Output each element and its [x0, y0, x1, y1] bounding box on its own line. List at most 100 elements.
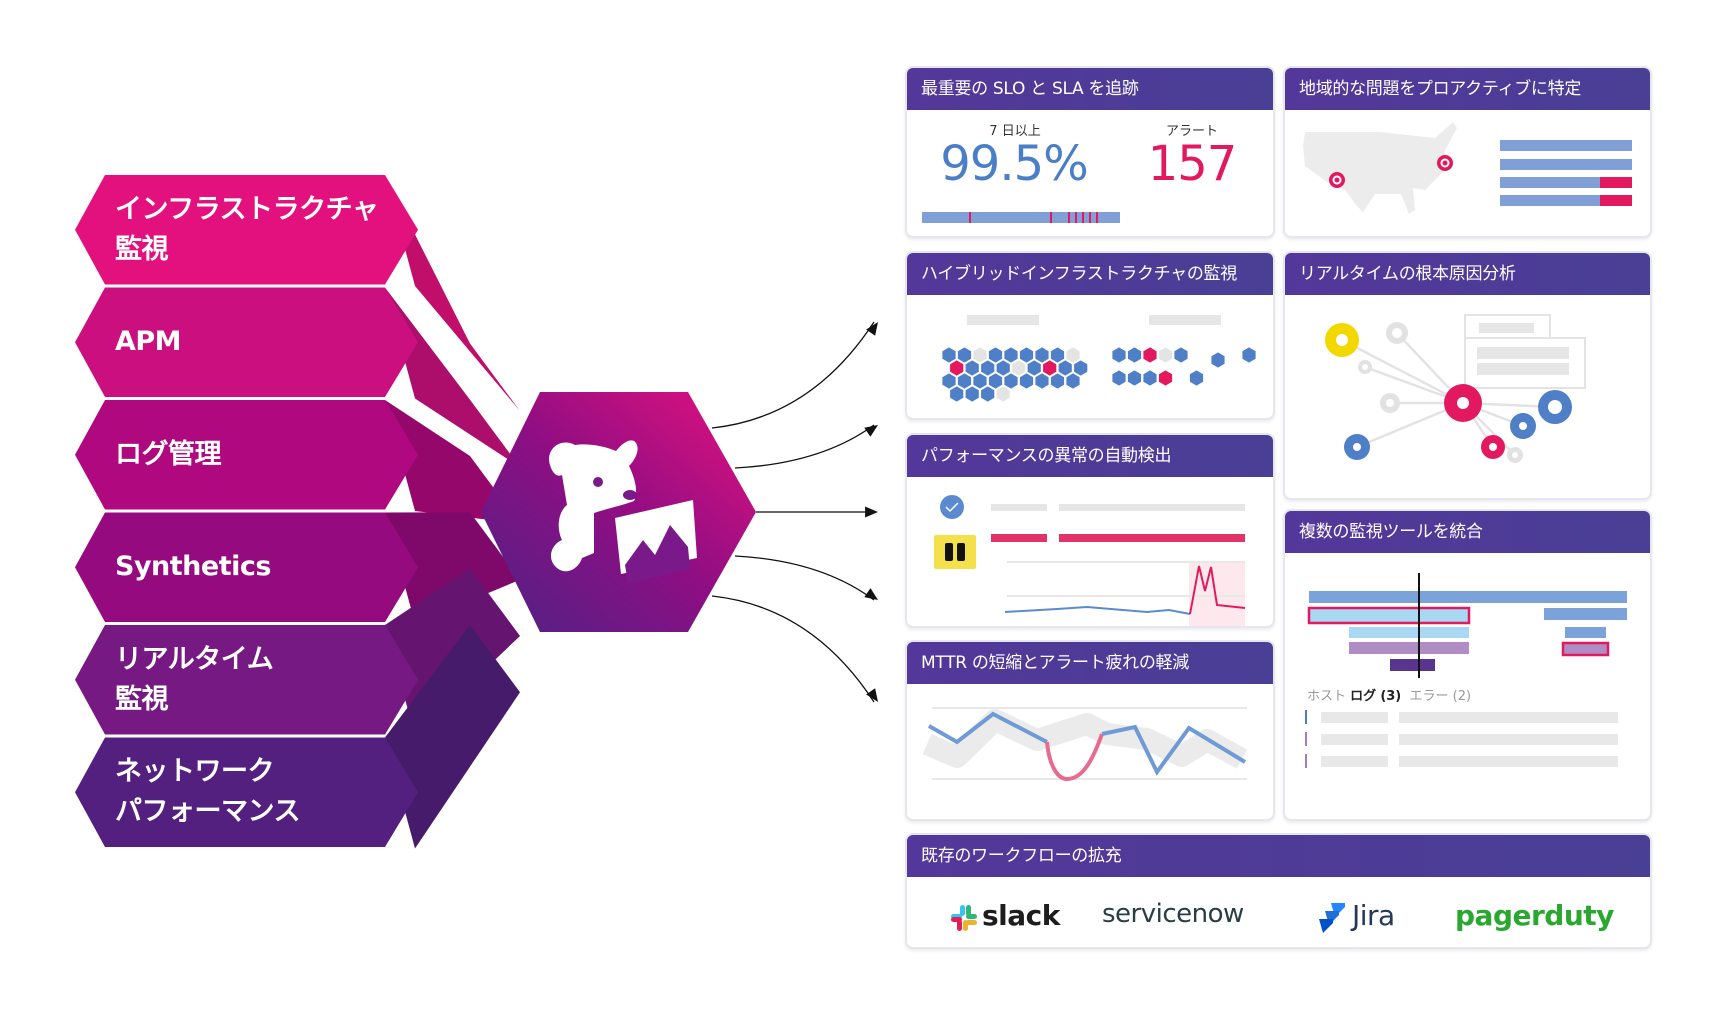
host-hexagon [1066, 373, 1080, 389]
arrowhead-icon [864, 588, 878, 600]
stack-item-face [75, 175, 418, 285]
us-map [1303, 122, 1457, 214]
host-hexagon [1127, 370, 1142, 386]
arrow [711, 321, 875, 429]
service-node [1507, 447, 1523, 463]
slo-timeline-bar [922, 212, 1120, 223]
tab-logs-count: (3) [1380, 689, 1402, 704]
host-hexagon [1074, 360, 1088, 376]
host-hexagon [965, 386, 979, 402]
arrow [734, 555, 875, 601]
host-hexagon [950, 360, 964, 376]
host-hexagon [942, 347, 956, 363]
slack-logo: slack [982, 899, 1060, 932]
host-hexagon [1027, 360, 1041, 376]
pagerduty-logo: pagerduty [1455, 899, 1614, 932]
host-hexagon [996, 386, 1010, 402]
host-hexagon [1004, 373, 1018, 389]
alert-count: 157 [1147, 136, 1238, 192]
host-hexagon [981, 360, 995, 376]
host-hexagon [1035, 373, 1049, 389]
card-title: ハイブリッドインフラストラクチャの監視 [907, 253, 1273, 295]
stack-item-line: 監視 [115, 233, 169, 265]
service-node [1481, 435, 1505, 459]
arrowhead-icon [866, 322, 878, 336]
center-hexagon [481, 392, 756, 632]
card-title: パフォーマンスの異常の自動検出 [907, 435, 1273, 477]
stack-side-face [385, 287, 520, 468]
host-hexagon [1112, 347, 1126, 363]
arrow [711, 595, 875, 703]
card-title: 地域的な問題をプロアクティブに特定 [1285, 68, 1650, 110]
card-unify: 複数の監視ツールを統合 ホスト ログ (3) エラー (2) [1283, 509, 1652, 821]
host-hexagon [981, 386, 995, 402]
card-slo: 最重要の SLO と SLA を追跡 7 日以上 99.5% アラート 157 [905, 66, 1275, 238]
service-node [1325, 323, 1359, 357]
location-marker [1329, 172, 1345, 188]
host-hexagon [957, 347, 972, 363]
metric-line [1004, 605, 1191, 615]
stack-item-line: リアルタイム [115, 643, 274, 675]
host-hexagon [1158, 370, 1173, 386]
tab-logs[interactable]: ログ [1350, 689, 1377, 704]
host-hexagon [950, 386, 964, 402]
stack-item-label: リアルタイム監視 [115, 640, 274, 720]
stack-side-face [385, 512, 520, 624]
host-hexagon [1174, 347, 1188, 363]
card-anomaly: パフォーマンスの異常の自動検出 [905, 433, 1275, 628]
host-hexagon [1158, 347, 1173, 363]
host-hexagon [988, 373, 1003, 389]
host-hexagon [942, 373, 956, 389]
card-title: 最重要の SLO と SLA を追跡 [907, 68, 1273, 110]
stack-item-label: APM [115, 322, 182, 362]
stack-item-line: インフラストラクチャ [115, 193, 379, 225]
card-geo: 地域的な問題をプロアクティブに特定 [1283, 66, 1652, 238]
host-hexagon [1211, 352, 1225, 368]
service-node [1510, 413, 1536, 439]
jira-logo-icon [1319, 903, 1345, 933]
host-hexagon [1189, 370, 1204, 386]
service-node [1380, 393, 1400, 413]
stack-item-face [75, 400, 418, 510]
tab-bar: ホスト ログ (3) エラー (2) [1307, 685, 1471, 704]
stack-side-face [385, 400, 520, 524]
host-hexagon [1143, 347, 1157, 363]
host-hexagon [1242, 347, 1256, 363]
card-mttr: MTTR の短縮とアラート疲れの軽減 [905, 640, 1275, 821]
host-hexagon [973, 373, 987, 389]
host-map [942, 315, 1256, 402]
stack-item-label: インフラストラクチャ監視 [115, 190, 379, 270]
tab-errors[interactable]: エラー [1409, 689, 1449, 704]
host-hexagon [1058, 360, 1072, 376]
period-label: 7 日以上 [989, 124, 1041, 139]
stack-item-face [75, 512, 418, 622]
anomaly-spike [1189, 565, 1246, 615]
location-marker [1437, 155, 1453, 171]
arrow [734, 424, 875, 469]
host-hexagon [1019, 347, 1034, 363]
stack-item-line: ログ管理 [115, 438, 222, 470]
card-title: リアルタイムの根本原因分析 [1285, 253, 1650, 295]
stack-item-label: ログ管理 [115, 435, 222, 475]
card-hybrid: ハイブリッドインフラストラクチャの監視 [905, 251, 1275, 420]
card-title: MTTR の短縮とアラート疲れの軽減 [907, 642, 1273, 684]
service-node [1358, 360, 1372, 374]
slo-percent: 99.5% [940, 136, 1088, 192]
host-hexagon [988, 347, 1003, 363]
service-dependency-graph [1325, 314, 1586, 463]
card-rca: リアルタイムの根本原因分析 [1283, 251, 1652, 500]
host-hexagon [1050, 373, 1065, 389]
stack-item-line: 監視 [115, 683, 169, 715]
arrowhead-icon [865, 506, 878, 518]
stack-item-face [75, 737, 418, 847]
stack-item-line: パフォーマンス [115, 796, 300, 828]
arrowhead-icon [866, 688, 878, 702]
host-hexagon [1143, 370, 1157, 386]
stack-side-face [385, 624, 520, 849]
servicenow-logo: servicenow [1102, 899, 1244, 929]
tab-hosts[interactable]: ホスト [1307, 689, 1347, 704]
service-node [1386, 322, 1408, 344]
stack-item-line: ネットワーク [115, 756, 274, 788]
host-hexagon [1050, 347, 1065, 363]
host-hexagon [996, 360, 1010, 376]
